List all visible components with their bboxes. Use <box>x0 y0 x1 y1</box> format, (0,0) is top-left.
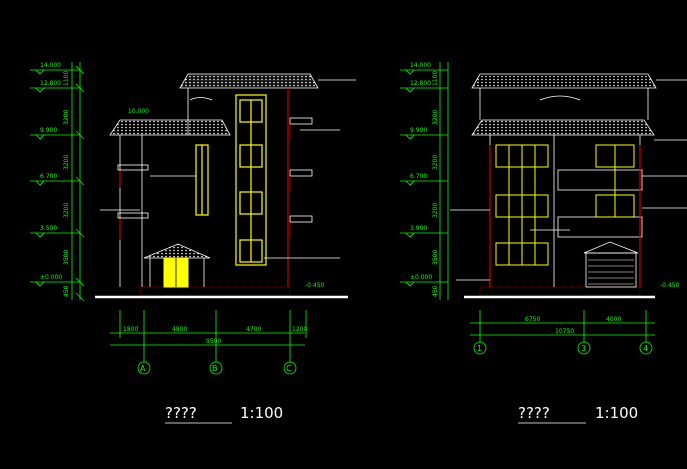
right-fh-2: 3200 <box>432 110 439 125</box>
left-fh-4: 3200 <box>63 203 70 218</box>
left-title: ???? <box>165 404 197 422</box>
right-axis-3: 3 <box>581 344 586 353</box>
left-level-3500: 3.500 <box>40 225 57 232</box>
right-dim-0: 6750 <box>525 316 540 323</box>
left-elevation: 14.000 12.800 9.900 6.700 3.500 ±0.000 1… <box>30 62 356 424</box>
right-walls <box>479 88 649 288</box>
right-dim-1: 4000 <box>606 316 621 323</box>
left-dim-2: 4700 <box>246 326 261 333</box>
right-leaders <box>450 79 687 281</box>
left-dim-0: 1800 <box>123 326 138 333</box>
right-windows <box>495 144 635 266</box>
right-level-3900: 3.900 <box>410 225 427 232</box>
right-level-neg450: -0.450 <box>660 282 680 289</box>
left-axis-c: C <box>286 364 292 373</box>
right-level-0000: ±0.000 <box>410 274 432 281</box>
left-level-9900: 9.900 <box>40 127 57 134</box>
left-bottom-dims <box>110 310 307 375</box>
left-level-markers <box>30 62 85 302</box>
left-level-6700: 6.700 <box>40 173 57 180</box>
left-level-10000: 10.000 <box>128 108 149 115</box>
left-balconies <box>117 117 313 238</box>
right-title: ???? <box>518 404 550 422</box>
right-level-markers <box>400 62 449 300</box>
left-level-12800: 12.800 <box>40 80 61 87</box>
right-dim-total: 10750 <box>555 328 574 335</box>
left-axis-b: B <box>212 364 218 373</box>
left-fh-2: 3200 <box>63 110 70 125</box>
left-dim-3: 1200 <box>292 326 307 333</box>
right-axis-4: 4 <box>643 344 648 353</box>
right-roofs <box>471 73 657 136</box>
left-scale: 1:100 <box>240 404 283 422</box>
left-columns <box>119 88 289 287</box>
left-windows <box>195 94 267 266</box>
left-entrance <box>143 243 211 288</box>
left-dim-1: 4800 <box>172 326 187 333</box>
right-level-12800: 12.800 <box>410 80 431 87</box>
left-fh-3: 3200 <box>63 155 70 170</box>
right-fh-3: 3200 <box>432 155 439 170</box>
left-fh-6: 450 <box>63 285 70 297</box>
left-fh-5: 3500 <box>63 250 70 265</box>
left-level-0000: ±0.000 <box>40 274 62 281</box>
left-level-14000: 14.000 <box>40 62 61 69</box>
left-roofs <box>109 73 319 136</box>
right-fh-5: 3500 <box>432 250 439 265</box>
right-garage-door <box>588 259 634 285</box>
right-bottom-dims <box>470 310 655 355</box>
right-columns <box>489 145 641 287</box>
right-fh-4: 3200 <box>432 203 439 218</box>
right-fh-6: 450 <box>432 285 439 297</box>
right-elevation: 14.000 12.800 9.900 6.700 3.900 ±0.000 -… <box>400 62 687 424</box>
right-level-6700: 6.700 <box>410 173 427 180</box>
right-axis-1: 1 <box>477 344 482 353</box>
right-level-14000: 14.000 <box>410 62 431 69</box>
right-scale: 1:100 <box>595 404 638 422</box>
left-leaders <box>100 79 356 259</box>
left-level-neg450: -0.450 <box>305 282 325 289</box>
right-fh-1: 1100 <box>432 71 439 86</box>
left-axis-a: A <box>140 364 146 373</box>
right-plinth <box>479 286 641 296</box>
left-fh-1: 1100 <box>63 71 70 86</box>
left-plinth <box>139 286 291 296</box>
right-level-9900: 9.900 <box>410 127 427 134</box>
left-dim-total: 9500 <box>206 338 221 345</box>
